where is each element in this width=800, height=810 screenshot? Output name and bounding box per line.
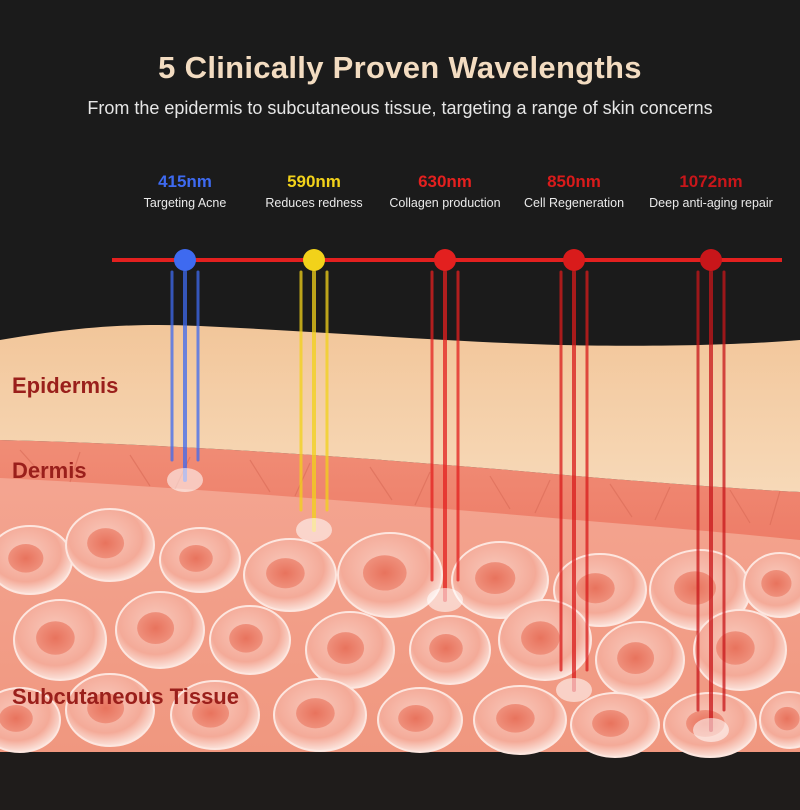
cell-nucleus xyxy=(362,555,407,591)
wavelength-dot-2 xyxy=(434,249,456,271)
wavelength-dot-3 xyxy=(563,249,585,271)
cell-nucleus xyxy=(617,642,655,675)
cell-nucleus xyxy=(137,612,175,645)
beam-3 xyxy=(556,270,592,702)
cell-nucleus xyxy=(36,621,75,655)
cell-nucleus xyxy=(296,698,335,729)
light-beams xyxy=(167,270,729,742)
wavelength-dot-4 xyxy=(700,249,722,271)
beam-glow xyxy=(167,468,203,492)
beam-4 xyxy=(693,270,729,742)
wavelength-description: Cell Regeneration xyxy=(523,196,625,210)
cell-nucleus xyxy=(87,528,125,559)
cell-nucleus xyxy=(429,634,463,663)
cell-nucleus xyxy=(87,693,125,724)
cell-nucleus xyxy=(496,704,535,733)
cell-nucleus xyxy=(475,562,516,595)
cell-nucleus xyxy=(8,544,44,573)
cell-nucleus xyxy=(192,699,230,728)
beam-1 xyxy=(296,270,332,542)
beam-glow xyxy=(296,518,332,542)
cell-nucleus xyxy=(576,573,615,604)
beam-0 xyxy=(167,270,203,492)
cell-nucleus xyxy=(716,631,755,665)
wavelength-description: Collagen production xyxy=(389,196,501,210)
epidermis-layer xyxy=(0,324,800,492)
beam-glow xyxy=(556,678,592,702)
beam-2 xyxy=(427,270,463,612)
cell-nucleus xyxy=(761,569,792,597)
wavelength-dot-0 xyxy=(174,249,196,271)
page-title: 5 Clinically Proven Wavelengths xyxy=(158,50,642,85)
cell-nucleus xyxy=(327,632,365,665)
wavelength-dots xyxy=(174,249,722,271)
beam-glow xyxy=(427,588,463,612)
cell-nucleus xyxy=(0,704,33,732)
wavelength-value: 630nm xyxy=(418,172,472,191)
epidermis-label: Epidermis xyxy=(12,373,119,398)
cell-nucleus xyxy=(774,706,800,731)
wavelength-dot-1 xyxy=(303,249,325,271)
wavelength-value: 850nm xyxy=(547,172,601,191)
cell-nucleus xyxy=(179,544,213,572)
cell-nucleus xyxy=(674,571,716,605)
wavelength-description: Reduces redness xyxy=(265,196,363,210)
wavelength-description: Deep anti-aging repair xyxy=(649,196,773,210)
cell-nucleus xyxy=(521,621,560,655)
subcutaneous-label: Subcutaneous Tissue xyxy=(12,684,239,709)
cell-nucleus xyxy=(398,704,434,732)
wavelength-value: 415nm xyxy=(158,172,212,191)
cell-nucleus xyxy=(229,624,263,653)
page-subtitle: From the epidermis to subcutaneous tissu… xyxy=(87,98,713,118)
wavelength-value: 590nm xyxy=(287,172,341,191)
bottom-strip xyxy=(0,752,800,810)
beam-glow xyxy=(693,718,729,742)
cell-nucleus xyxy=(592,709,630,737)
wavelength-value: 1072nm xyxy=(679,172,743,191)
dermis-label: Dermis xyxy=(12,458,87,483)
wavelength-description: Targeting Acne xyxy=(143,196,227,210)
cell-nucleus xyxy=(266,558,305,589)
dermis-layer xyxy=(0,440,800,540)
